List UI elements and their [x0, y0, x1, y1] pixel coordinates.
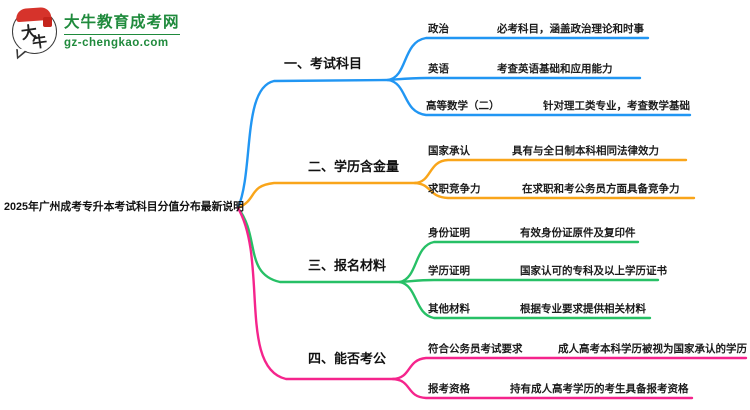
node-title-politics: 政治 — [428, 23, 449, 35]
node-desc-other-materials: 根据专业要求提供相关材料 — [520, 303, 646, 315]
branch-lines-degree-value — [236, 158, 696, 210]
node-title-id-proof: 身份证明 — [428, 227, 470, 239]
logo-bubble-icon: 大 牛 — [12, 6, 57, 62]
node-desc-diploma-proof: 国家认可的专科及以上学历证书 — [520, 265, 667, 277]
node-desc-meets-requirements: 成人高考本科学历被视为国家承认的学历 — [558, 343, 747, 355]
logo-divider — [64, 34, 180, 35]
site-logo[interactable]: 大 牛 大牛教育成考网 gz-chengkao.com — [12, 6, 180, 62]
branch-lines-civil-service — [236, 206, 748, 400]
branch-lines-registration-materials — [236, 206, 660, 320]
node-title-application-eligibility: 报考资格 — [428, 383, 470, 395]
branch-label-civil-service: 四、能否考公 — [308, 351, 387, 366]
logo-char-niu: 牛 — [31, 33, 49, 52]
node-desc-job-competitiveness: 在求职和考公务员方面具备竞争力 — [522, 183, 680, 195]
node-title-meets-requirements: 符合公务员考试要求 — [428, 343, 523, 355]
mindmap-root-topic: 2025年广州成考专升本考试科目分值分布最新说明 — [4, 201, 244, 213]
node-title-english: 英语 — [428, 63, 449, 75]
logo-text-block: 大牛教育成考网 gz-chengkao.com — [64, 9, 180, 50]
node-desc-state-recognized: 具有与全日制本科相同法律效力 — [512, 145, 659, 157]
branch-label-registration-materials: 三、报名材料 — [308, 258, 387, 273]
node-desc-advanced-math: 针对理工类专业，考查数学基础 — [543, 100, 690, 112]
node-desc-politics: 必考科目，涵盖政治理论和时事 — [497, 23, 644, 35]
node-desc-id-proof: 有效身份证原件及复印件 — [520, 227, 636, 239]
node-title-state-recognized: 国家承认 — [428, 145, 470, 157]
node-desc-application-eligibility: 持有成人高考学历的考生具备报考资格 — [510, 383, 689, 395]
node-title-other-materials: 其他材料 — [428, 303, 470, 315]
site-title: 大牛教育成考网 — [64, 14, 180, 31]
node-desc-english: 考查英语基础和应用能力 — [497, 63, 613, 75]
branch-label-degree-value: 二、学历含金量 — [308, 159, 400, 174]
node-title-advanced-math: 高等数学（二） — [426, 100, 500, 112]
logo-bubble-tail-fill — [16, 48, 26, 58]
node-title-diploma-proof: 学历证明 — [428, 265, 470, 277]
logo-seal-icon — [43, 17, 52, 27]
branch-lines-exam-subjects — [236, 36, 692, 210]
branch-label-exam-subjects: 一、考试科目 — [284, 56, 363, 71]
node-title-job-competitiveness: 求职竞争力 — [428, 183, 481, 195]
site-domain: gz-chengkao.com — [64, 37, 169, 49]
